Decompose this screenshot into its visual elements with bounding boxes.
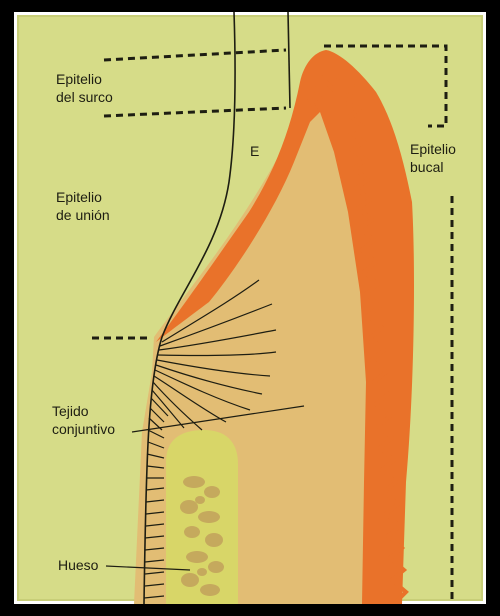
label-epitelio-surco-2: del surco — [56, 88, 113, 106]
label-epitelio-surco-1: Epitelio — [56, 70, 102, 88]
label-e-marker: E — [250, 142, 259, 160]
label-tejido-2: conjuntivo — [52, 420, 115, 438]
sulcus-line — [288, 12, 290, 108]
label-epitelio-union-1: Epitelio — [56, 188, 102, 206]
diagram-panel: Epitelio del surco Epitelio de unión E E… — [14, 12, 486, 604]
label-tejido-1: Tejido — [52, 402, 89, 420]
label-epitelio-union-2: de unión — [56, 206, 110, 224]
label-hueso: Hueso — [58, 556, 98, 574]
label-epitelio-bucal-2: bucal — [410, 158, 443, 176]
label-epitelio-bucal-1: Epitelio — [410, 140, 456, 158]
